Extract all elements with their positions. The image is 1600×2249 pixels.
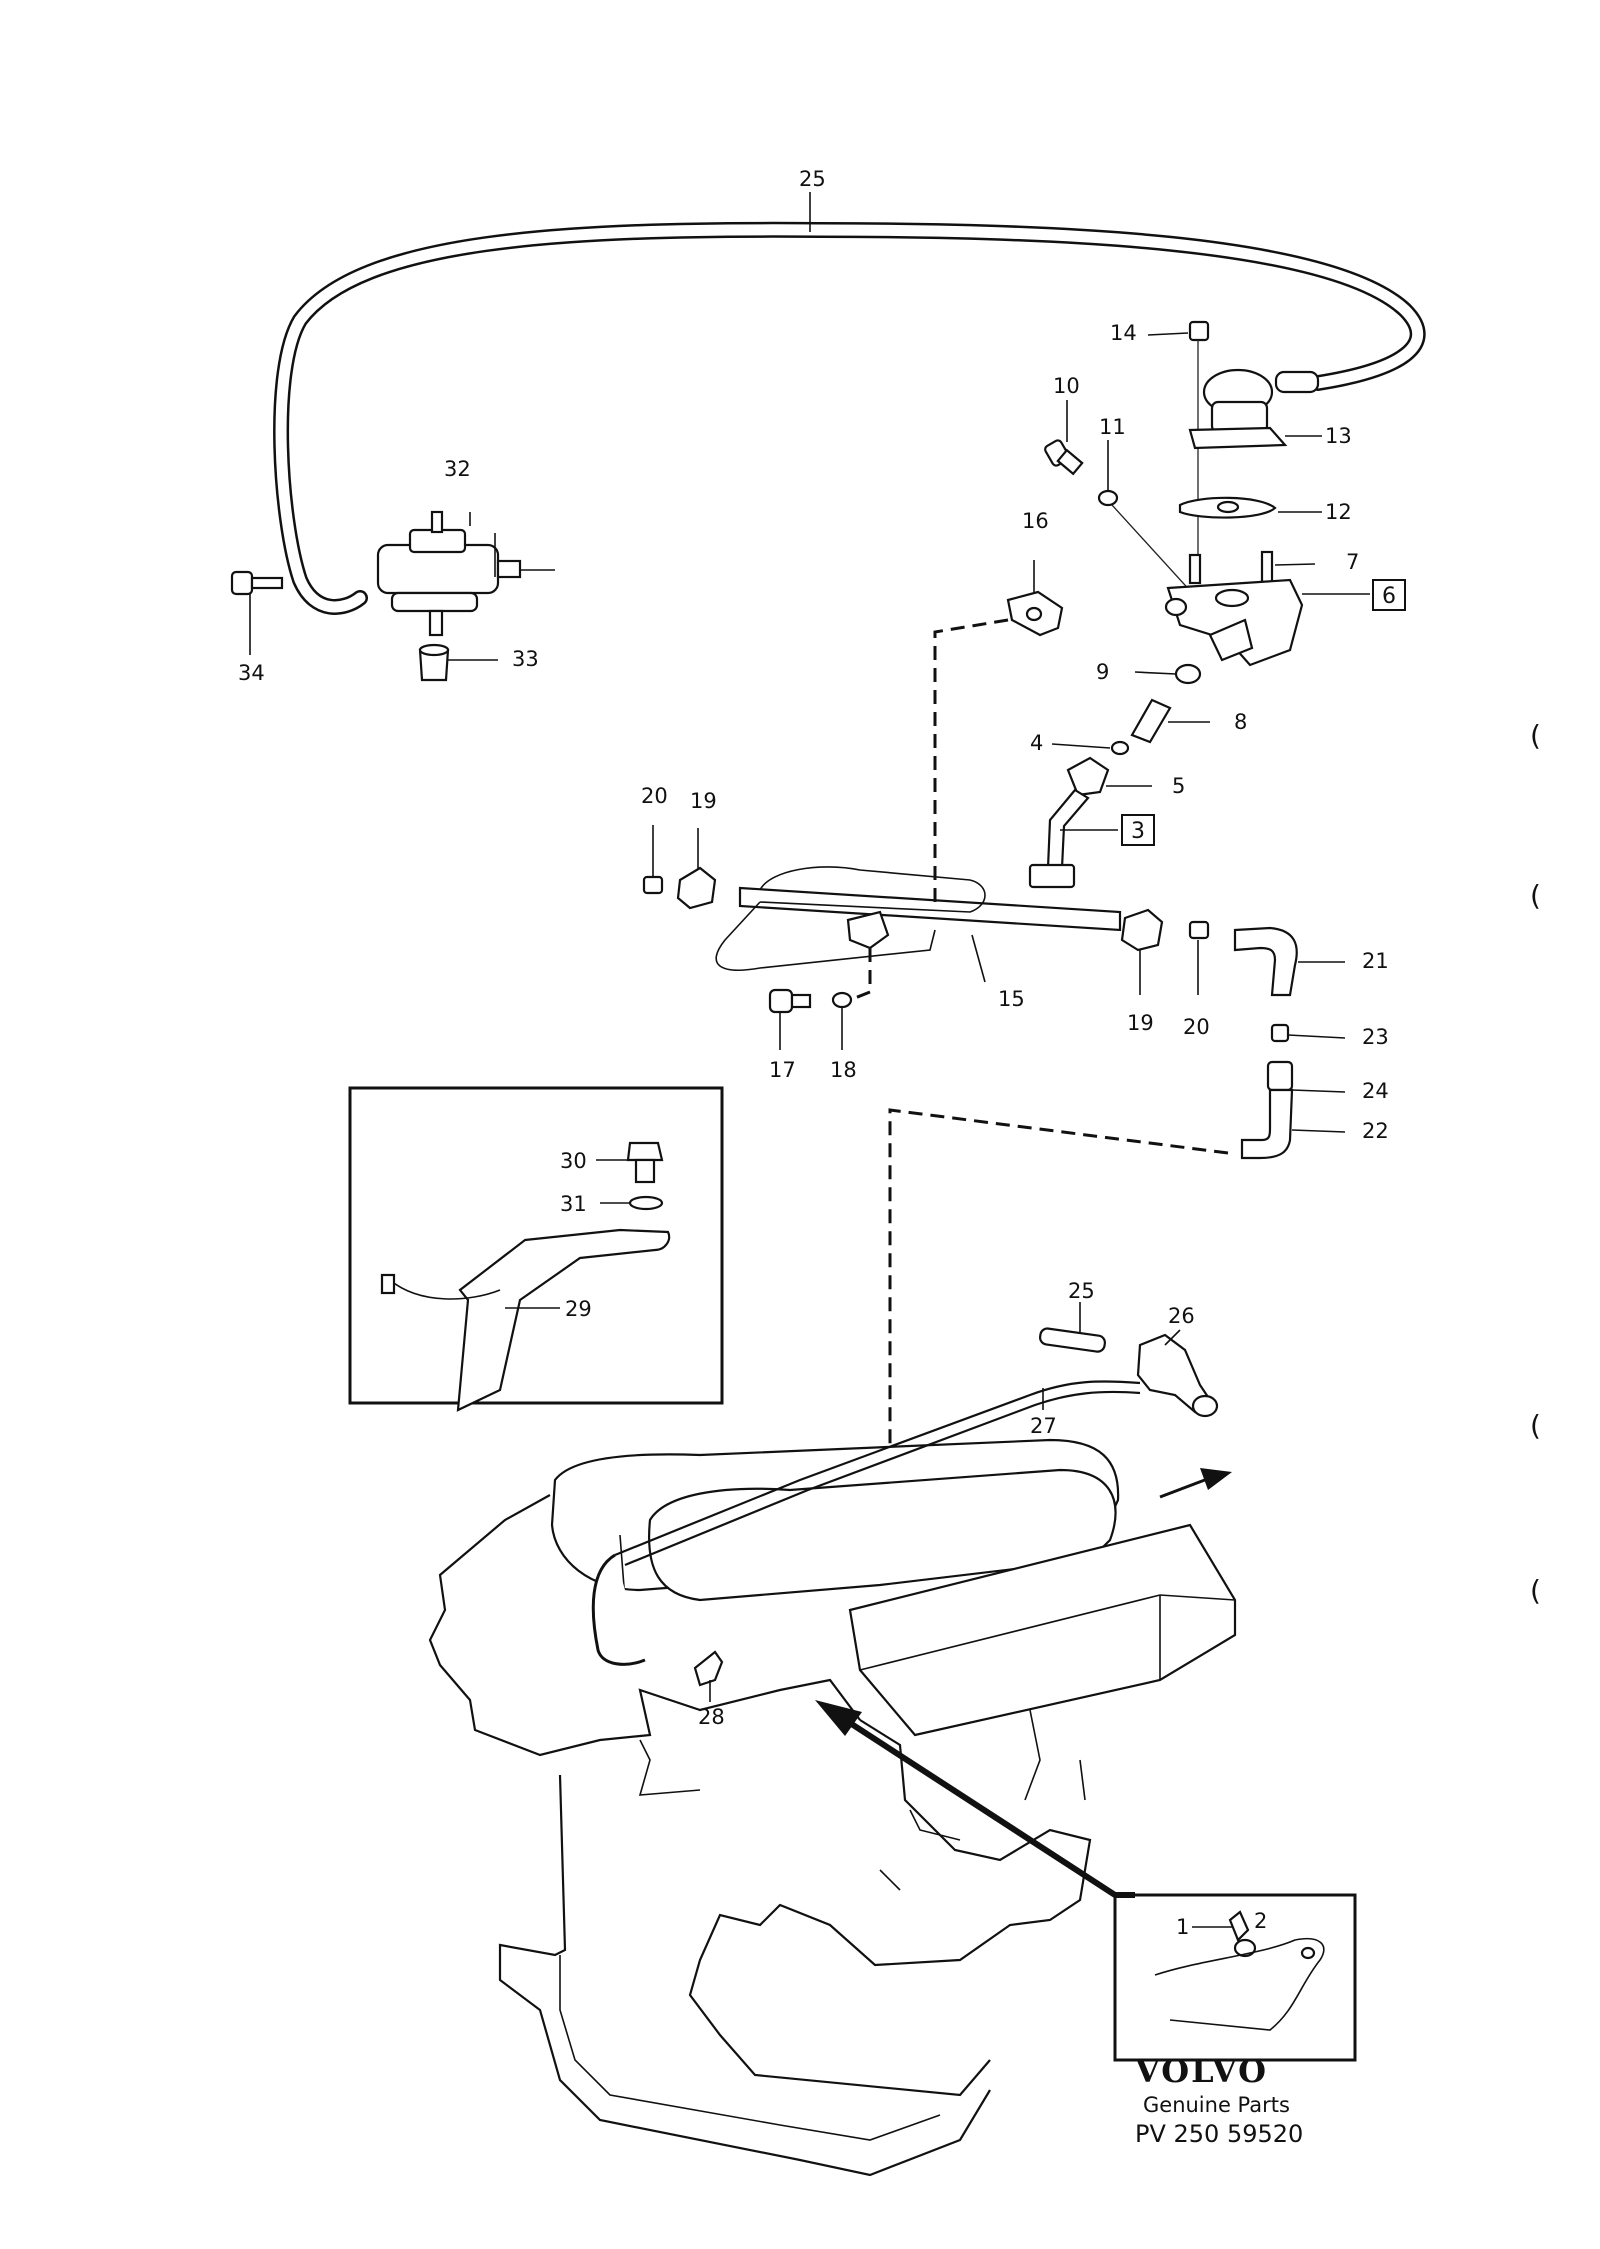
callout-10: 10: [1053, 374, 1080, 398]
flange-6: [1164, 578, 1304, 667]
callout-30: 30: [560, 1149, 587, 1173]
callout-11: 11: [1099, 415, 1126, 439]
dashed-link-22: [888, 1108, 1229, 1580]
callout-23: 23: [1362, 1025, 1389, 1049]
nut-14: [1188, 320, 1210, 342]
washer-11: [1097, 489, 1119, 507]
callout-16: 16: [1022, 509, 1049, 533]
callout-28: 28: [698, 1705, 725, 1729]
callout-1: 1: [1176, 1915, 1189, 1939]
callout-20-right: 20: [1183, 1015, 1210, 1039]
callout-20-left: 20: [641, 784, 668, 808]
callout-27: 27: [1030, 1414, 1057, 1438]
callout-18: 18: [830, 1058, 857, 1082]
footer-part-code: PV 250 59520: [1135, 2120, 1303, 2148]
olive-4: [1110, 740, 1130, 756]
callout-25-top: 25: [799, 167, 826, 191]
callout-17: 17: [769, 1058, 796, 1082]
callout-box-6: [1372, 579, 1406, 611]
callout-31: 31: [560, 1192, 587, 1216]
callout-32: 32: [444, 457, 471, 481]
callout-box-3: [1121, 814, 1155, 846]
margin-mark: (: [1530, 1409, 1541, 1442]
gasket-12: [1178, 496, 1277, 519]
callout-26: 26: [1168, 1304, 1195, 1328]
callout-7: 7: [1346, 550, 1359, 574]
elbow-21: [1233, 926, 1298, 997]
elbow-22: [1240, 1088, 1294, 1160]
pipe-15: [715, 866, 1122, 971]
callout-22: 22: [1362, 1119, 1389, 1143]
callout-4: 4: [1030, 731, 1043, 755]
callout-19-left: 19: [690, 789, 717, 813]
nut-19-left: [676, 866, 717, 910]
margin-mark: (: [1530, 719, 1541, 752]
screw-30: [626, 1141, 664, 1184]
ferrule-23: [1270, 1023, 1290, 1043]
dashed-link-18: [849, 948, 872, 1002]
callout-19-right: 19: [1127, 1011, 1154, 1035]
dashed-link-16: [933, 618, 1009, 905]
bolt-10: [1044, 439, 1084, 476]
ring-9: [1174, 663, 1202, 685]
studs-7: [1188, 550, 1274, 585]
volvo-logo: VOLVO: [1134, 2052, 1268, 2090]
nut-24: [1266, 1060, 1294, 1092]
callout-34: 34: [238, 661, 265, 685]
egr-valve-13: [1188, 368, 1320, 450]
inset-box-bracket: [348, 1086, 724, 1405]
nut-19-right: [1120, 908, 1164, 952]
callout-21: 21: [1362, 949, 1389, 973]
fitting-8: [1130, 698, 1172, 744]
footer-subtitle: Genuine Parts: [1143, 2093, 1290, 2117]
callout-33: 33: [512, 647, 539, 671]
inset-box-plug: [1113, 1893, 1357, 2062]
engine-block: [428, 1380, 1237, 2177]
hose-25-short: [1039, 1327, 1106, 1353]
callout-9: 9: [1096, 660, 1109, 684]
callout-5: 5: [1172, 774, 1185, 798]
callout-12: 12: [1325, 500, 1352, 524]
gasket-16: [1006, 590, 1064, 637]
plug-20-left: [642, 875, 664, 895]
washer-18: [831, 991, 853, 1009]
plug-1-2: [1154, 1910, 1325, 2031]
margin-mark: (: [1530, 879, 1541, 912]
callout-3: 3: [1131, 819, 1145, 844]
pointer-arrow: [828, 1707, 1117, 1898]
callout-24: 24: [1362, 1079, 1389, 1103]
callout-15: 15: [998, 987, 1025, 1011]
cap-33: [418, 643, 450, 682]
vacuum-valve-32: [376, 510, 555, 637]
nut-5: [1066, 756, 1110, 797]
bolt-34: [230, 570, 284, 596]
bolt-17: [768, 988, 812, 1014]
callout-2: 2: [1254, 1909, 1267, 1933]
leader-lines: [249, 192, 1370, 1928]
callout-25-lower: 25: [1068, 1279, 1095, 1303]
callout-29: 29: [565, 1297, 592, 1321]
direction-arrow: [1159, 1476, 1211, 1499]
pipe-3: [1028, 788, 1090, 889]
bracket-29: [380, 1228, 671, 1412]
margin-mark: (: [1530, 1574, 1541, 1607]
fitting-26: [1136, 1333, 1219, 1418]
callout-13: 13: [1325, 424, 1352, 448]
washer-31: [628, 1195, 664, 1211]
callout-8: 8: [1234, 710, 1247, 734]
callout-14: 14: [1110, 321, 1137, 345]
callout-6: 6: [1382, 584, 1396, 609]
plug-20-right: [1188, 920, 1210, 940]
